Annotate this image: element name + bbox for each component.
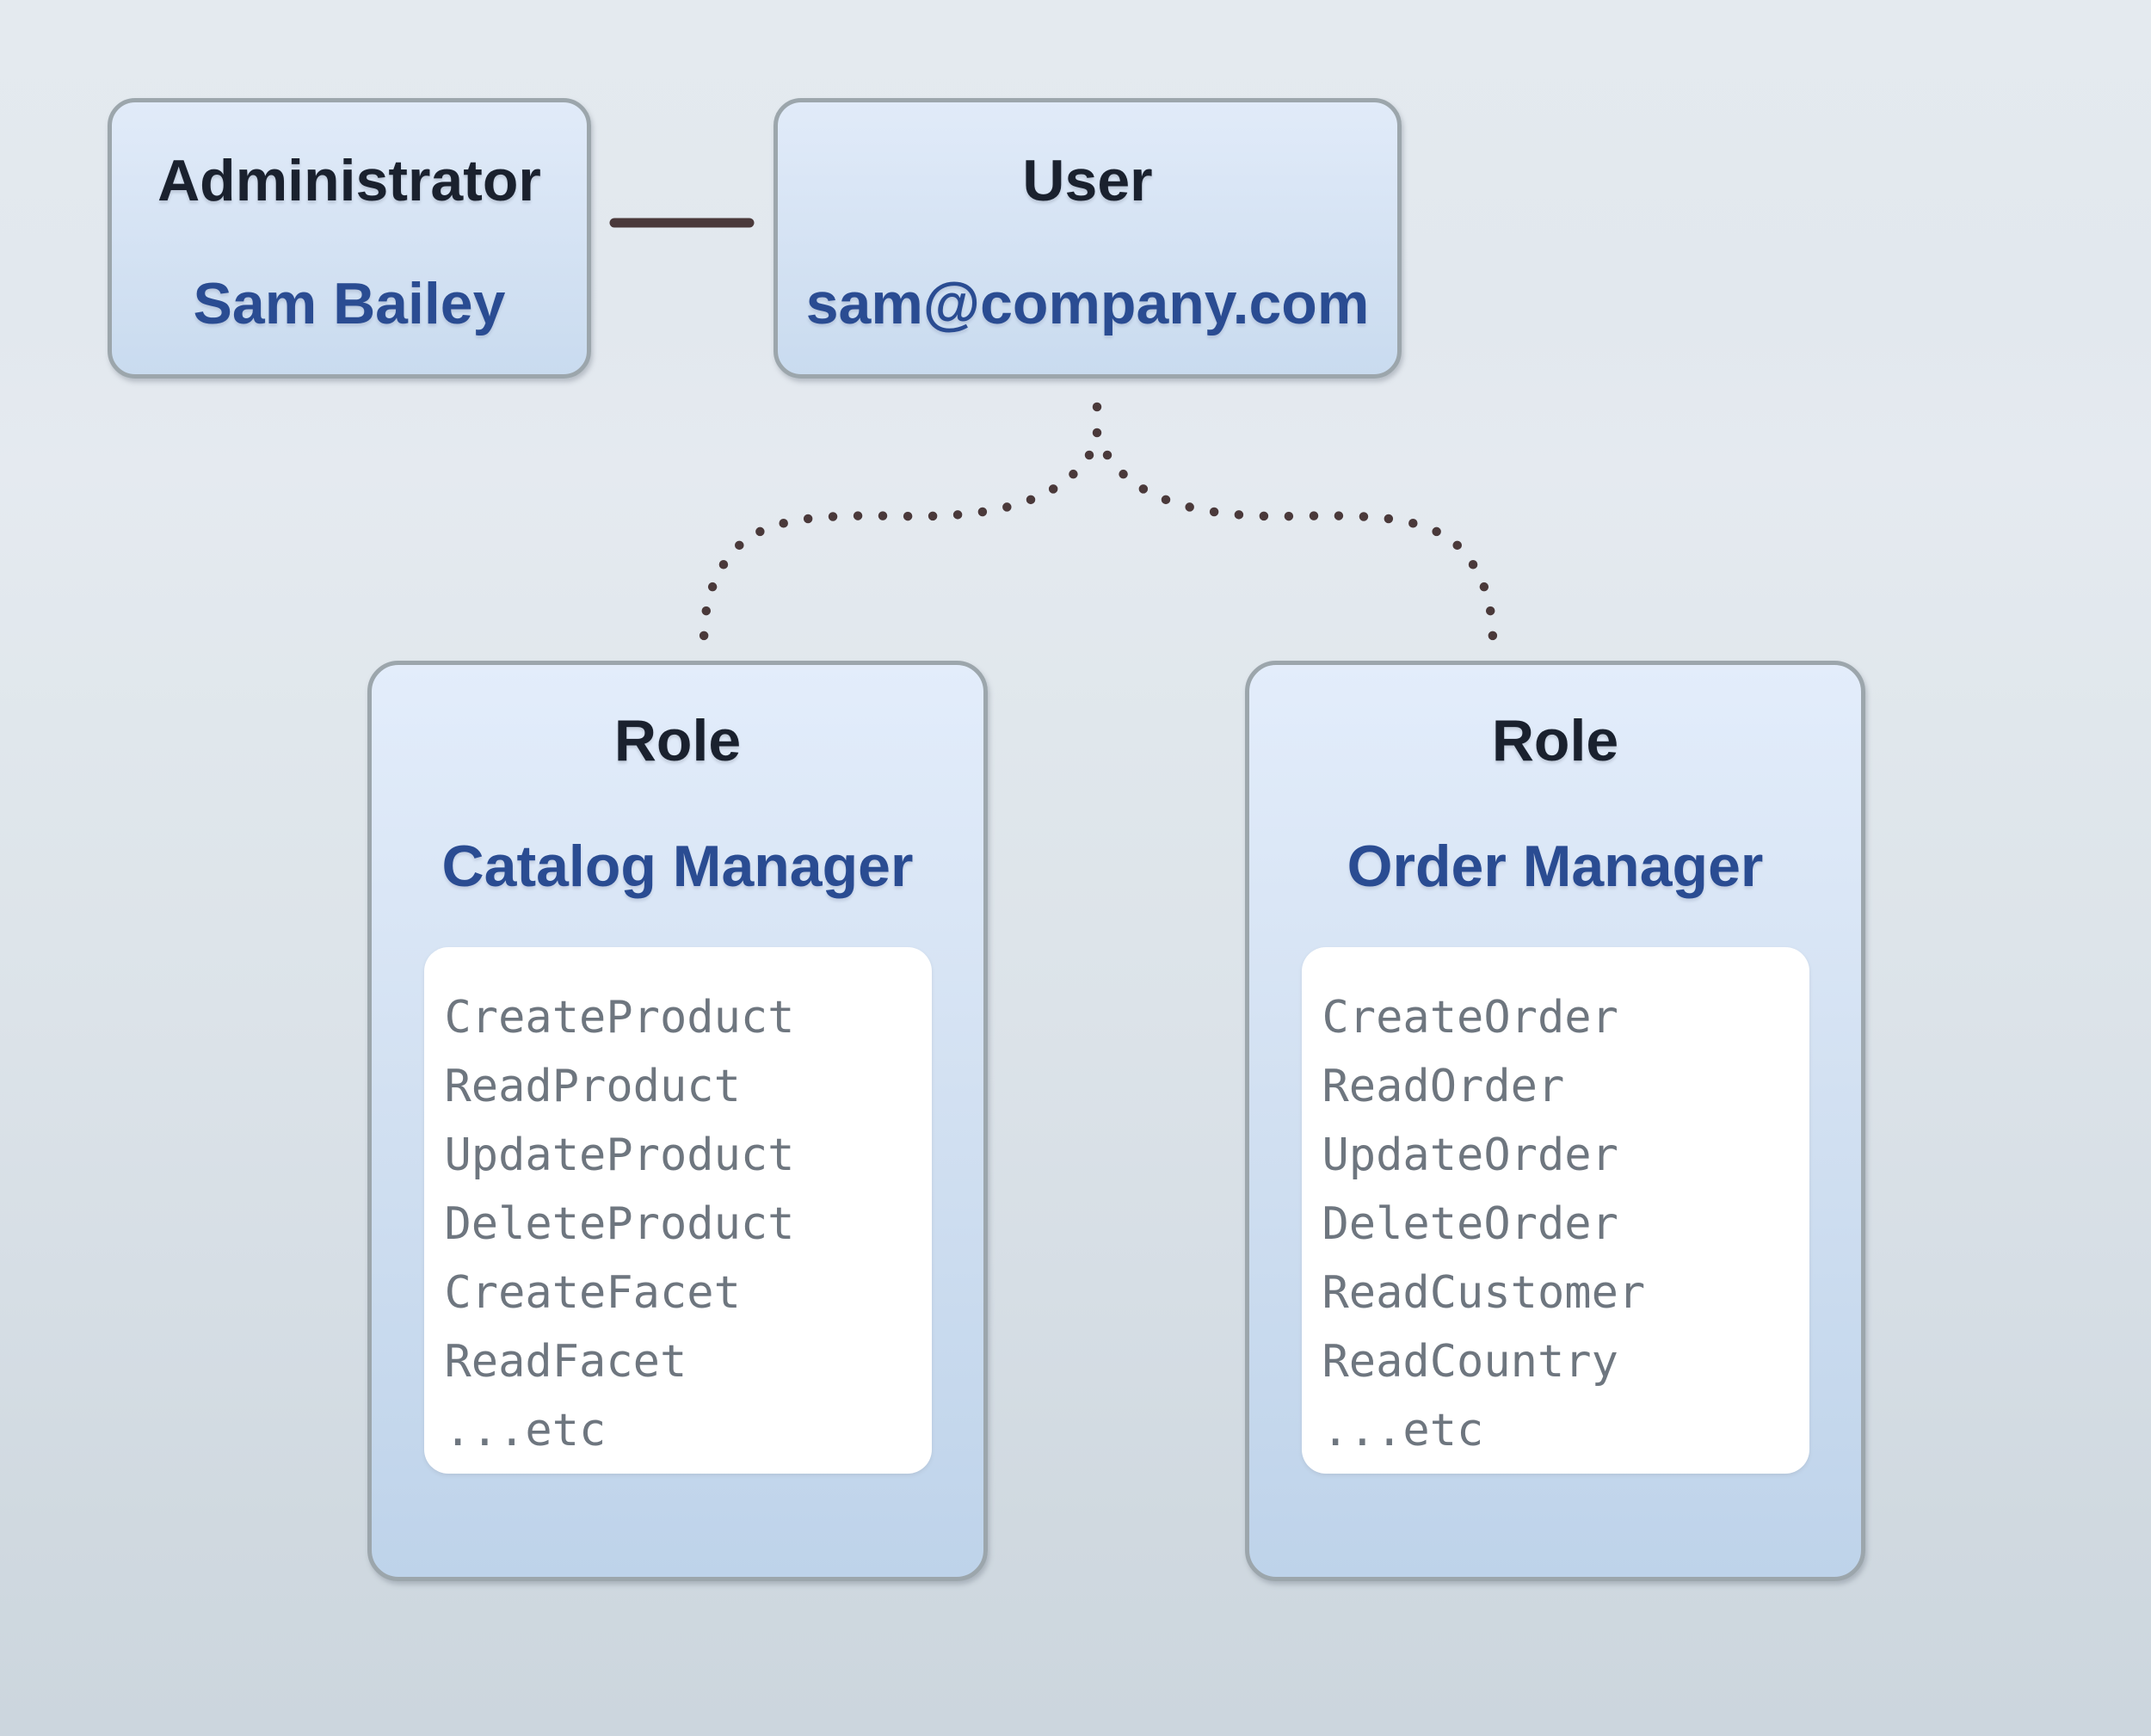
administrator-name: Sam Bailey [193, 271, 506, 336]
permission-item: DeleteProduct [444, 1198, 795, 1250]
permission-item: UpdateProduct [444, 1130, 795, 1181]
order-manager-role-name: Order Manager [1347, 834, 1764, 899]
user-order-role-connector-dotted [1102, 450, 1498, 649]
permission-item: ...etc [1322, 1405, 1484, 1456]
user-node-title: User [1022, 148, 1153, 213]
administrator-node: Administrator Sam Bailey [108, 98, 591, 379]
catalog-manager-role-name: Catalog Manager [441, 834, 914, 899]
permission-item: ReadProduct [444, 1061, 741, 1112]
role-node-title: Role [1491, 708, 1619, 773]
permission-item: ReadFacet [444, 1336, 687, 1388]
user-node: User sam@company.com [773, 98, 1402, 379]
user-catalog-role-connector-dotted [699, 450, 1094, 649]
permission-item: ReadCustomer [1322, 1267, 1646, 1319]
permission-item: ReadOrder [1322, 1061, 1565, 1112]
administrator-node-title: Administrator [157, 148, 541, 213]
role-node-title: Role [613, 708, 742, 773]
user-email: sam@company.com [805, 271, 1370, 336]
permission-item: CreateProduct [444, 992, 795, 1043]
permission-item: CreateOrder [1322, 992, 1618, 1043]
permission-item: ...etc [444, 1405, 607, 1456]
permission-item: DeleteOrder [1322, 1198, 1618, 1250]
permission-item: CreateFacet [444, 1267, 741, 1319]
permission-item: UpdateOrder [1322, 1130, 1618, 1181]
permission-item: ReadCountry [1322, 1336, 1618, 1388]
